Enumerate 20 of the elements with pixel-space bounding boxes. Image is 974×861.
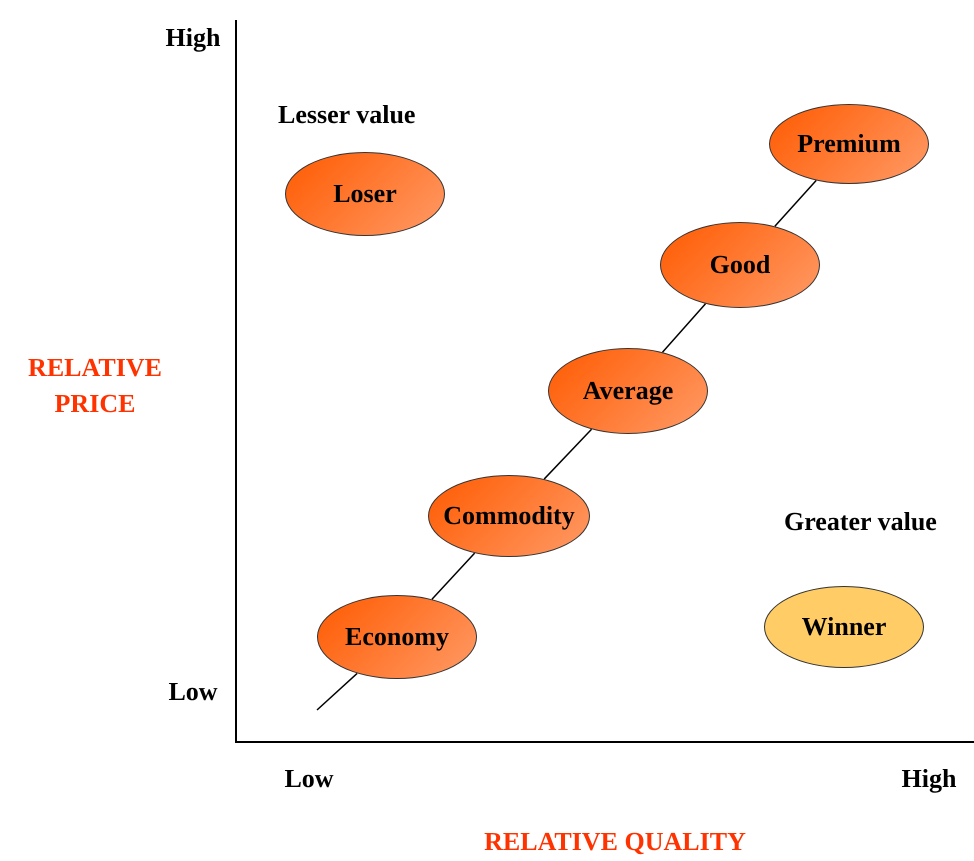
connector-line [316, 672, 358, 711]
node-label: Loser [333, 179, 397, 209]
axis-tick-label: Low [167, 676, 219, 708]
axis-title: RELATIVE PRICE [27, 352, 163, 420]
node-label: Winner [802, 612, 886, 642]
connector-line [774, 180, 817, 227]
axis-tick-label: Low [283, 763, 335, 795]
node-label: Average [582, 376, 674, 406]
axis-title: RELATIVE QUALITY [483, 826, 747, 858]
region-label: Greater value [784, 507, 937, 537]
axis-tick-label: High [164, 22, 222, 54]
region-label: Lesser value [278, 100, 416, 130]
connector-line [544, 428, 592, 480]
node-label: Premium [797, 129, 901, 159]
axis-tick-label: High [900, 763, 958, 795]
connector-line [431, 552, 476, 600]
node-label: Good [710, 250, 770, 280]
node-label: Economy [345, 622, 449, 652]
node-label: Commodity [443, 501, 575, 531]
connector-line [662, 303, 706, 353]
